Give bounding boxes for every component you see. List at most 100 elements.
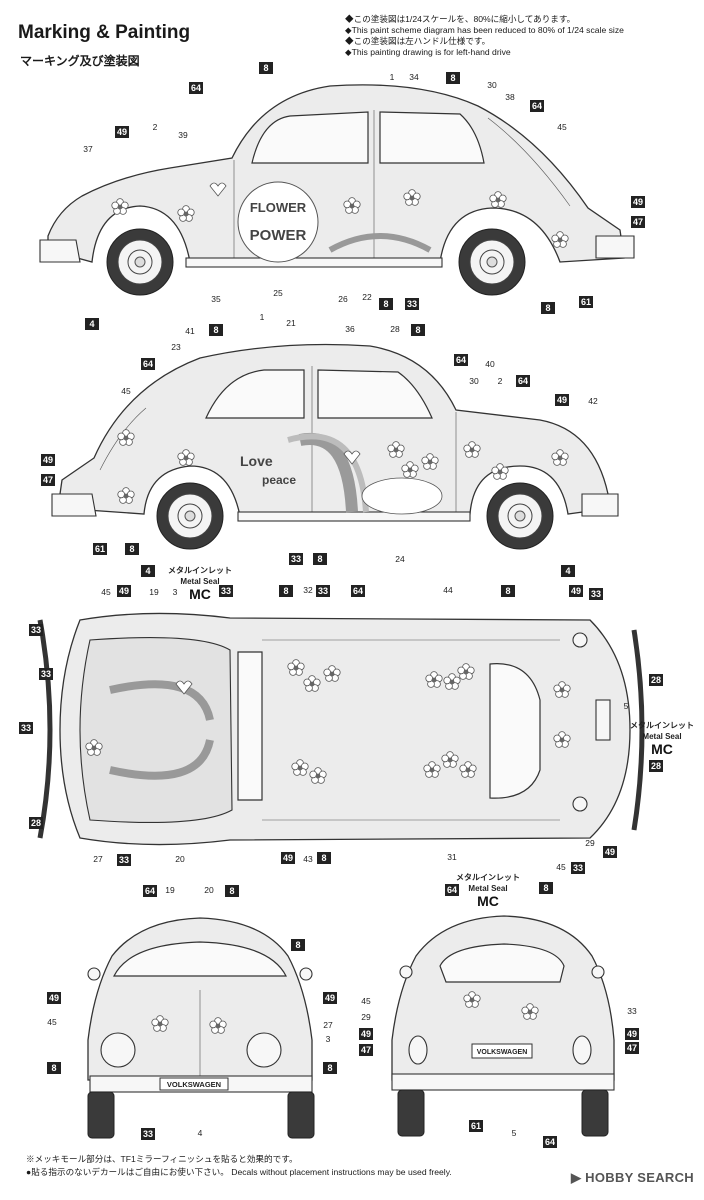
decal-number-text: 49 — [43, 455, 53, 465]
decal-number-text: 33 — [407, 299, 417, 309]
decal-number-text: 61 — [95, 544, 105, 554]
decal-number-text: 47 — [627, 1043, 637, 1053]
decal-number-text: 47 — [43, 475, 53, 485]
decal-number-box: 47 — [631, 216, 645, 228]
decal-number-box: 49 — [41, 454, 55, 466]
decal-number-box: 8 — [209, 324, 223, 336]
decal-number-box: 8 — [411, 324, 425, 336]
decal-number-box: 64 — [543, 1136, 557, 1148]
part-number-label: 4 — [198, 1128, 203, 1138]
part-number-label: 30 — [469, 376, 479, 386]
part-number-label: 5 — [512, 1128, 517, 1138]
decal-number-text: 61 — [471, 1121, 481, 1131]
part-number-label: 20 — [204, 885, 214, 895]
decal-number-text: 64 — [545, 1137, 555, 1147]
decal-number-text: 8 — [383, 299, 388, 309]
metal-seal-jp: メタルインレット — [456, 872, 520, 882]
front-view: VOLKSWAGEN — [87, 917, 315, 1139]
decal-number-text: 8 — [213, 325, 218, 335]
metal-seal-jp: メタルインレット — [168, 565, 232, 575]
decal-number-box: 8 — [259, 62, 273, 74]
decal-number-box: 33 — [316, 585, 330, 597]
decal-number-box: 49 — [569, 585, 583, 597]
part-number-label: 19 — [149, 587, 159, 597]
decal-number-text: 33 — [143, 1129, 153, 1139]
part-number-label: 29 — [585, 838, 595, 848]
decal-number-text: 28 — [651, 761, 661, 771]
note-line: ◆This painting drawing is for left-hand … — [345, 47, 511, 57]
part-number-label: 22 — [362, 292, 372, 302]
metal-seal-label-right: メタルインレット Metal Seal MC — [630, 720, 694, 757]
part-number-label: 37 — [83, 144, 93, 154]
decal-number-text: 64 — [518, 376, 528, 386]
decal-number-box: 8 — [541, 302, 555, 314]
decal-number-text: 8 — [543, 883, 548, 893]
metal-seal-jp: メタルインレット — [630, 720, 694, 730]
scale-notes: ◆この塗装図は1/24スケールを、80%に縮小してあります。 ◆This pai… — [345, 14, 624, 58]
part-number-label: 24 — [395, 554, 405, 564]
part-number-label: 23 — [171, 342, 181, 352]
decal-number-box: 64 — [141, 358, 155, 370]
decal-number-text: 8 — [229, 886, 234, 896]
part-number-label: 45 — [101, 587, 111, 597]
decal-number-box: 61 — [469, 1120, 483, 1132]
decal-number-text: 33 — [291, 554, 301, 564]
decal-number-text: 49 — [283, 853, 293, 863]
metal-seal-en: Metal Seal — [468, 884, 507, 893]
decal-number-text: 8 — [295, 940, 300, 950]
part-number-label: 2 — [153, 122, 158, 132]
decal-number-text: 64 — [532, 101, 542, 111]
decal-number-box: 47 — [41, 474, 55, 486]
decal-number-box: 33 — [405, 298, 419, 310]
decal-number-text: 33 — [573, 863, 583, 873]
decal-number-text: 8 — [263, 63, 268, 73]
decal-number-box: 28 — [649, 674, 663, 686]
decal-number-box: 8 — [446, 72, 460, 84]
part-number-label: 45 — [121, 386, 131, 396]
decal-number-text: 64 — [447, 885, 457, 895]
decal-text-power: POWER — [250, 227, 307, 244]
decal-number-box: 8 — [323, 1062, 337, 1074]
part-number-label: 39 — [178, 130, 188, 140]
part-number-label: 34 — [409, 72, 419, 82]
decal-number-box: 49 — [323, 992, 337, 1004]
part-number-label: 41 — [185, 326, 195, 336]
decal-number-box: 33 — [19, 722, 33, 734]
decal-number-box: 33 — [39, 668, 53, 680]
decal-number-box: 64 — [189, 82, 203, 94]
part-number-label: 3 — [173, 587, 178, 597]
part-number-label: 1 — [390, 72, 395, 82]
decal-number-box: 64 — [530, 100, 544, 112]
decal-number-box: 8 — [379, 298, 393, 310]
decal-number-text: 64 — [191, 83, 201, 93]
decal-number-box: 49 — [115, 126, 129, 138]
rear-view: VOLKSWAGEN — [391, 915, 615, 1137]
metal-seal-code: MC — [189, 586, 211, 602]
metal-seal-label-rear: メタルインレット Metal Seal MC — [456, 872, 520, 909]
decal-number-text: 8 — [450, 73, 455, 83]
part-number-label: 5 — [624, 701, 629, 711]
metal-seal-code: MC — [477, 893, 499, 909]
decal-number-text: 28 — [31, 818, 41, 828]
side-view-left: FLOWER POWER — [39, 84, 635, 296]
decal-number-text: 33 — [41, 669, 51, 679]
decal-number-text: 49 — [627, 1029, 637, 1039]
decal-number-text: 47 — [361, 1045, 371, 1055]
decal-number-box: 64 — [143, 885, 157, 897]
part-number-label: 36 — [345, 324, 355, 334]
part-number-label: 1 — [260, 312, 265, 322]
decal-text-flower: FLOWER — [250, 200, 307, 215]
decal-number-box: 49 — [359, 1028, 373, 1040]
decal-number-box: 8 — [317, 852, 331, 864]
side-view-right: Love peace — [51, 343, 619, 550]
decal-number-box: 49 — [281, 852, 295, 864]
decal-number-box: 8 — [539, 882, 553, 894]
decal-number-box: 33 — [29, 624, 43, 636]
part-number-label: 38 — [505, 92, 515, 102]
decal-number-text: 4 — [565, 566, 570, 576]
decal-number-text: 8 — [545, 303, 550, 313]
